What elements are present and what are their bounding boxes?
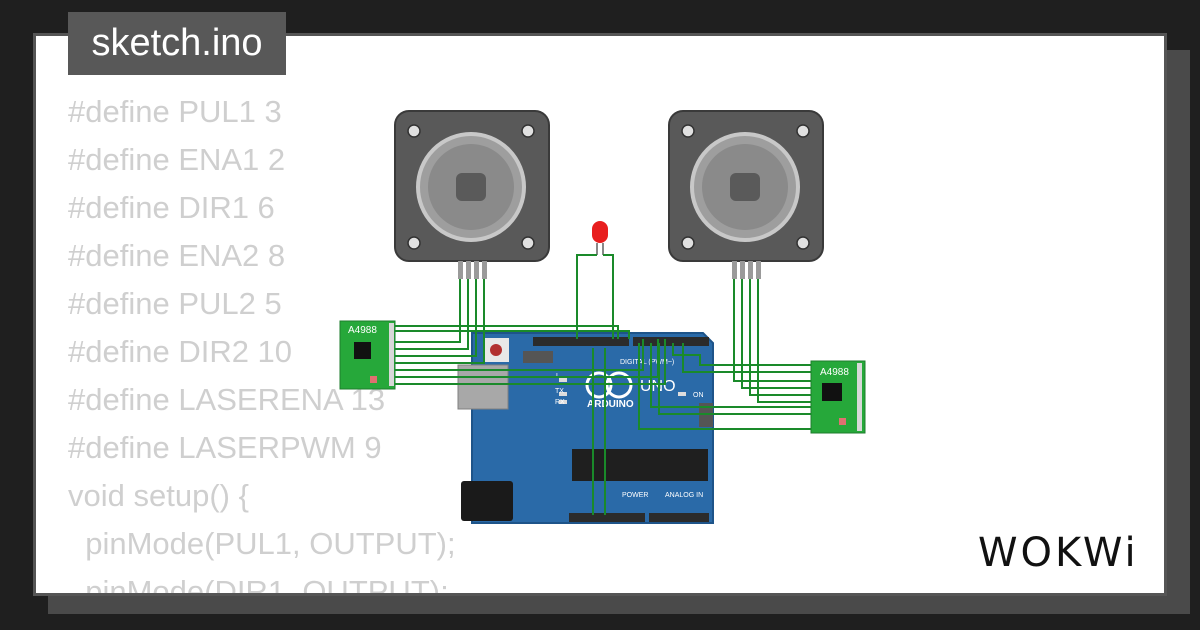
code-preview: #define PUL1 3 #define ENA1 2 #define DI…	[68, 88, 456, 596]
red-led[interactable]	[592, 221, 608, 255]
analog-label: ANALOG IN	[665, 492, 703, 499]
code-line: #define ENA2 8	[68, 238, 286, 273]
sketch-title-tab[interactable]: sketch.ino	[68, 12, 286, 75]
digital-label: DIGITAL (PWM~)	[620, 359, 674, 366]
code-line: pinMode(PUL1, OUTPUT);	[68, 526, 456, 561]
driver-right-label: A4988	[820, 367, 849, 378]
a4988-driver-right[interactable]: A4988	[810, 360, 866, 434]
stepper-motor-2[interactable]	[668, 110, 824, 279]
wokwi-logo-text: WOKWi	[978, 530, 1139, 576]
code-line: #define DIR2 10	[68, 334, 293, 369]
stepper-motor-1[interactable]	[394, 110, 550, 279]
code-line: #define PUL1 3	[68, 94, 282, 129]
tx-label: TX	[555, 388, 564, 395]
power-label: POWER	[622, 492, 648, 499]
board-model: UNO	[640, 378, 676, 395]
code-line: #define ENA1 2	[68, 142, 286, 177]
code-line: void setup() {	[68, 478, 249, 513]
a4988-driver-left[interactable]: A4988	[339, 320, 396, 390]
code-line: #define LASERENA 13	[68, 382, 386, 417]
driver-left-label: A4988	[348, 325, 377, 336]
wires	[395, 254, 811, 515]
rx-label: RX	[555, 399, 565, 406]
circuit-diagram[interactable]: ARDUINO UNO DIGITAL (PWM~) POWER ANALOG …	[36, 36, 1167, 596]
code-line: pinMode(DIR1, OUTPUT);	[68, 574, 449, 596]
code-line: #define DIR1 6	[68, 190, 275, 225]
code-line: #define PUL2 5	[68, 286, 282, 321]
wokwi-logo[interactable]: WOKWi	[978, 528, 1150, 576]
board-brand: ARDUINO	[587, 399, 634, 410]
on-label: ON	[693, 392, 704, 399]
code-line: #define LASERPWM 9	[68, 430, 382, 465]
preview-card[interactable]: #define PUL1 3 #define ENA1 2 #define DI…	[33, 33, 1167, 596]
